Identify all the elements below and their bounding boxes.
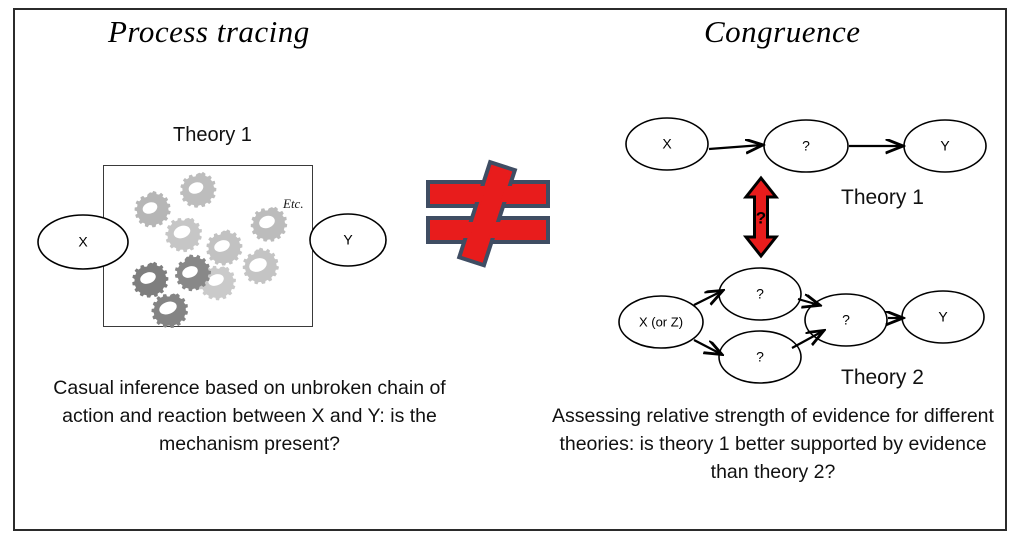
left-panel-title: Process tracing	[108, 14, 310, 49]
left-panel-caption: Casual inference based on unbroken chain…	[53, 377, 446, 455]
t2-theory-label: Theory 2	[841, 366, 924, 389]
left-theory1-label: Theory 1	[173, 124, 252, 146]
right-panel-caption: Assessing relative strength of evidence …	[552, 405, 994, 483]
t1-theory-label: Theory 1	[841, 186, 924, 209]
mechanism-box	[103, 165, 313, 327]
etc-label: Etc.	[283, 196, 304, 211]
right-panel-title: Congruence	[704, 14, 861, 49]
figure-border	[13, 8, 1007, 531]
